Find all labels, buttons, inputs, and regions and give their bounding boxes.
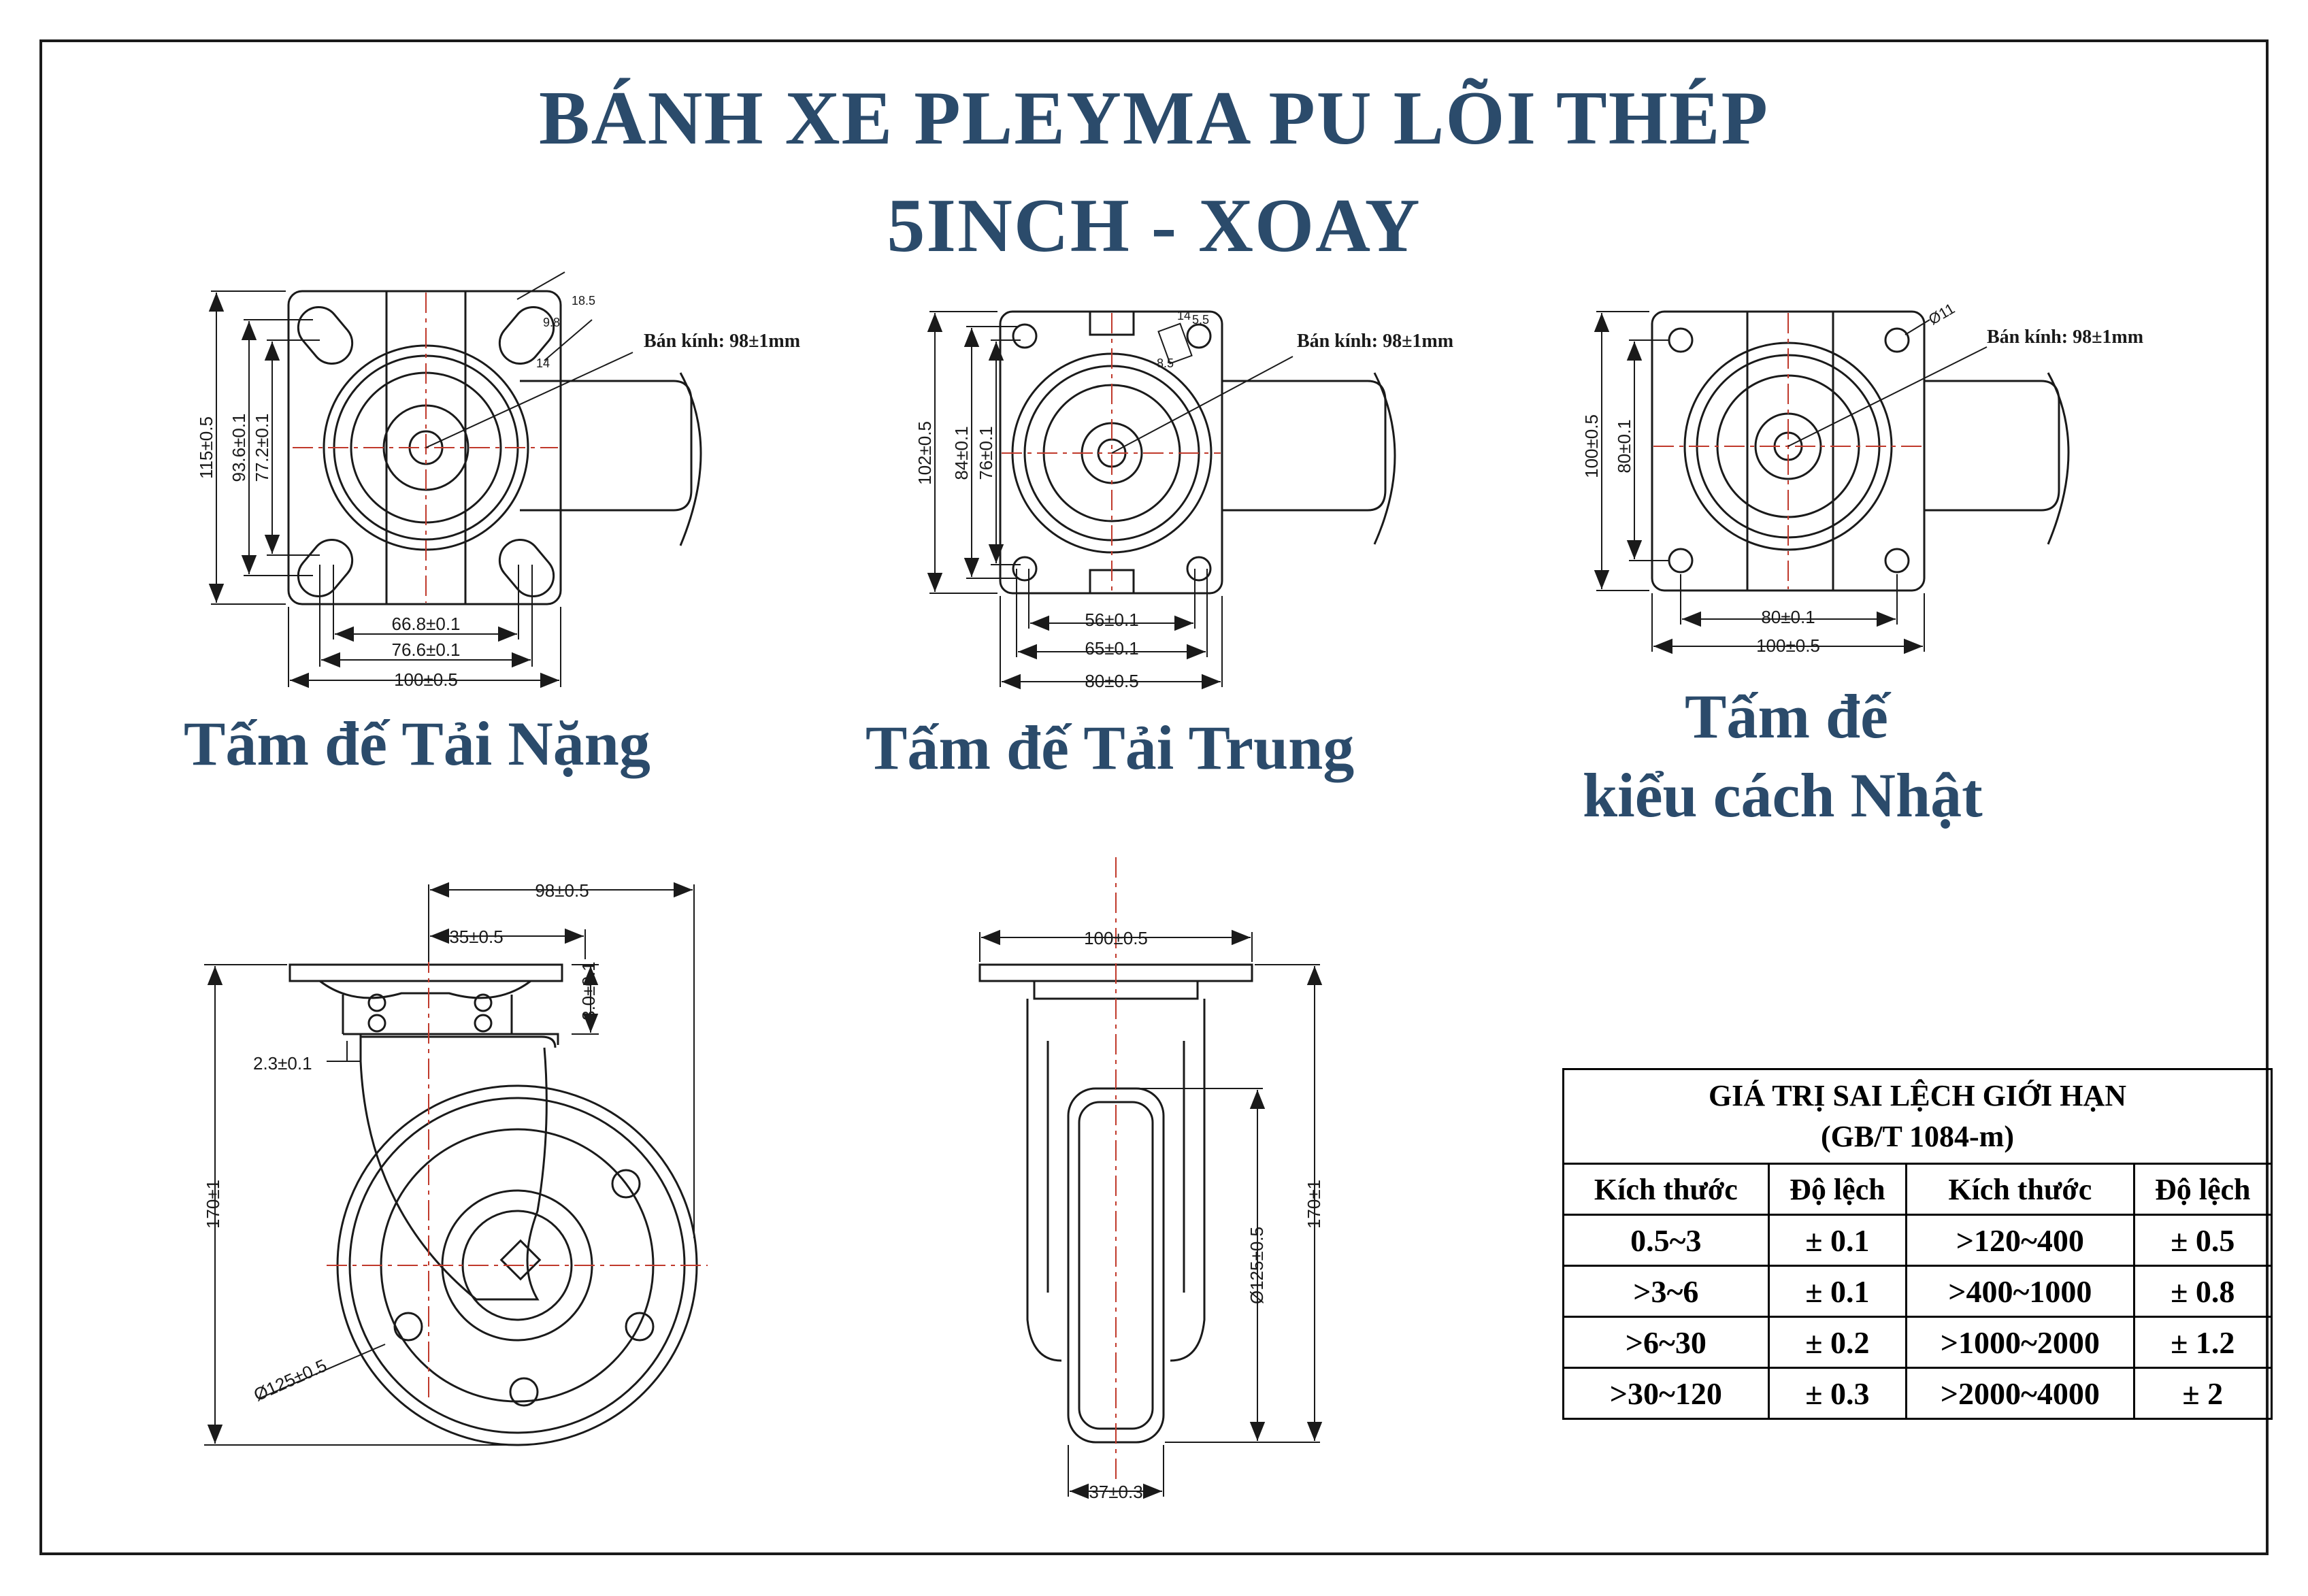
medium-plate-caption: Tấm đế Tải Trung [866, 713, 1355, 782]
side-dim-plate: 3.0±0.1 [578, 961, 599, 1020]
heavy-plate-caption: Tấm đế Tải Nặng [184, 709, 650, 778]
table-row: >30~120 ± 0.3 >2000~4000 ± 2 [1562, 1367, 2273, 1420]
heavy-dim-hole-outer: 93.6±0.1 [229, 413, 249, 482]
main-title: BÁNH XE PLEYMA PU LÕI THÉP [539, 76, 1769, 161]
medium-radius-label: Bán kính: 98±1mm [1297, 331, 1453, 352]
heavy-dim-hole-inner: 77.2±0.1 [252, 413, 272, 482]
medium-dim-width: 80±0.5 [1085, 671, 1138, 691]
japan-plate-caption-line2: kiểu cách Nhật [1583, 761, 1983, 830]
heavy-radius-label: Bán kính: 98±1mm [644, 331, 800, 352]
table-cell: ± 0.1 [1767, 1214, 1908, 1267]
heavy-dim-w1: 66.8±0.1 [391, 614, 460, 634]
medium-hole-b: 8.5 [1157, 356, 1174, 370]
table-header: Độ lệch [1767, 1163, 1908, 1216]
japan-dim-hole: 80±0.1 [1614, 419, 1634, 473]
table-row: >3~6 ± 0.1 >400~1000 ± 0.8 [1562, 1265, 2273, 1318]
heavy-hole-a: 9.8 [543, 316, 560, 329]
table-cell: ± 0.1 [1767, 1265, 1908, 1318]
heavy-dim-width: 100±0.5 [394, 669, 458, 690]
tolerance-table-title: GIÁ TRỊ SAI LỆCH GIỚI HẠN (GB/T 1084-m) [1562, 1068, 2273, 1165]
table-cell: ± 0.8 [2132, 1265, 2273, 1318]
drawing-frame [39, 39, 2269, 1555]
sub-title: 5INCH - XOAY [887, 184, 1421, 268]
table-cell: ± 0.3 [1767, 1367, 1908, 1420]
table-header: Độ lệch [2132, 1163, 2273, 1216]
side-dim-height: 170±1 [203, 1180, 223, 1229]
medium-hole-a: 5.5 [1192, 313, 1209, 327]
table-row: 0.5~3 ± 0.1 >120~400 ± 0.5 [1562, 1214, 2273, 1267]
table-cell: >1000~2000 [1905, 1316, 2135, 1369]
table-cell: >400~1000 [1905, 1265, 2135, 1318]
front-dim-height: 170±1 [1304, 1180, 1324, 1229]
medium-dim-hole-inner: 76±0.1 [976, 426, 996, 480]
table-cell: >30~120 [1562, 1367, 1770, 1420]
japan-hole-diameter: Ø11 [1926, 300, 1958, 329]
japan-dim-width: 100±0.5 [1756, 635, 1820, 656]
table-header: Kích thước [1562, 1163, 1770, 1216]
side-dim-swivel: 35±0.5 [449, 927, 503, 947]
front-dim-wheel: Ø125±0.5 [1247, 1227, 1267, 1304]
heavy-hole-c: 18.5 [572, 294, 595, 307]
japan-plate-caption-line1: Tấm đế [1685, 682, 1888, 751]
medium-hole-c: 14 [1177, 309, 1191, 322]
table-cell: >6~30 [1562, 1316, 1770, 1369]
table-cell: >120~400 [1905, 1214, 2135, 1267]
heavy-dim-height: 115±0.5 [196, 416, 216, 479]
front-dim-width: 37±0.3 [1089, 1482, 1142, 1502]
table-cell: ± 0.2 [1767, 1316, 1908, 1369]
japan-dim-w1: 80±0.1 [1761, 607, 1815, 627]
table-cell: ± 2 [2132, 1367, 2273, 1420]
medium-dim-w2: 65±0.1 [1085, 638, 1138, 659]
medium-dim-height: 102±0.5 [914, 421, 935, 485]
table-cell: ± 1.2 [2132, 1316, 2273, 1369]
side-dim-offset: 98±0.5 [535, 880, 589, 901]
medium-dim-w1: 56±0.1 [1085, 610, 1138, 630]
table-row: >6~30 ± 0.2 >1000~2000 ± 1.2 [1562, 1316, 2273, 1369]
side-dim-thickness: 2.3±0.1 [253, 1053, 312, 1074]
tolerance-table: GIÁ TRỊ SAI LỆCH GIỚI HẠN (GB/T 1084-m) … [1562, 1068, 2273, 1420]
japan-radius-label: Bán kính: 98±1mm [1987, 327, 2143, 348]
medium-dim-hole-outer: 84±0.1 [951, 426, 972, 480]
table-header: Kích thước [1905, 1163, 2135, 1216]
japan-dim-height: 100±0.5 [1581, 414, 1602, 478]
heavy-plate-drawing [208, 271, 702, 688]
table-cell: 0.5~3 [1562, 1214, 1770, 1267]
side-view-drawing [204, 882, 708, 1446]
medium-plate-drawing [927, 310, 1396, 690]
side-dim-wheel: Ø125±0.5 [250, 1355, 329, 1406]
heavy-hole-b: 14 [536, 356, 550, 370]
front-dim-plate: 100±0.5 [1084, 928, 1148, 948]
front-view-drawing [978, 857, 1323, 1499]
japan-plate-drawing [1594, 310, 2070, 654]
table-cell: >2000~4000 [1905, 1367, 2135, 1420]
table-cell: ± 0.5 [2132, 1214, 2273, 1267]
table-cell: >3~6 [1562, 1265, 1770, 1318]
heavy-dim-w2: 76.6±0.1 [391, 639, 460, 660]
